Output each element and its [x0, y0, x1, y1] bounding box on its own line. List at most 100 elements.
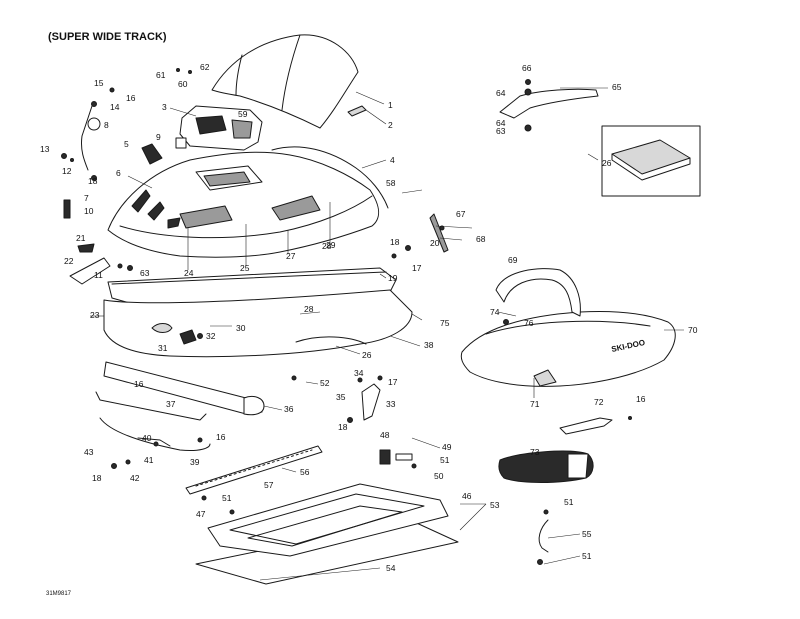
callout-28a: 28 [322, 241, 332, 251]
callout-17a: 17 [412, 263, 422, 273]
callout-35: 35 [336, 392, 346, 402]
callout-labels: 1 2 3 4 5 6 7 8 9 10 11 12 13 14 15 16 1… [40, 62, 698, 573]
callout-9: 9 [156, 132, 161, 142]
strap-67 [429, 213, 449, 253]
callout-13: 13 [40, 144, 50, 154]
callout-29: 29 [326, 240, 336, 250]
callout-16d: 16 [636, 394, 646, 404]
callout-53: 53 [490, 500, 500, 510]
callout-26b: 26 [362, 350, 372, 360]
callout-18d: 18 [92, 473, 102, 483]
callout-58: 58 [386, 178, 396, 188]
callout-59: 59 [238, 109, 248, 119]
callout-50: 50 [434, 471, 444, 481]
callout-76: 76 [524, 318, 534, 328]
callout-32: 32 [206, 331, 216, 341]
callout-19: 19 [388, 273, 398, 283]
callout-61: 61 [156, 70, 166, 80]
callout-52: 52 [320, 378, 330, 388]
callout-64b: 64 [496, 118, 506, 128]
callout-11: 11 [94, 270, 103, 280]
callout-65: 65 [612, 82, 622, 92]
callout-56: 56 [300, 467, 310, 477]
hardware [61, 68, 632, 565]
console [179, 105, 263, 151]
callout-18c: 18 [338, 422, 348, 432]
part-22 [69, 257, 111, 285]
callout-40: 40 [142, 433, 152, 443]
drawing-code: 31M9817 [46, 591, 72, 597]
bracket-33 [361, 383, 381, 421]
callout-41: 41 [144, 455, 154, 465]
callout-7: 7 [84, 193, 89, 203]
callout-63a: 63 [140, 268, 150, 278]
callout-63b: 63 [496, 126, 506, 136]
callout-28b: 28 [304, 304, 314, 314]
callout-46: 46 [462, 491, 472, 501]
bottom-pan [103, 267, 413, 358]
seat: SKI-DOO [460, 311, 676, 387]
callout-57: 57 [264, 480, 274, 490]
callout-26a: 26 [602, 158, 612, 168]
callout-39: 39 [190, 457, 200, 467]
callout-72: 72 [594, 397, 604, 407]
callout-51c: 51 [564, 497, 574, 507]
callout-62: 62 [200, 62, 210, 72]
callout-10: 10 [84, 206, 94, 216]
callout-71: 71 [530, 399, 540, 409]
support-bar [103, 361, 265, 416]
callout-3: 3 [162, 102, 167, 112]
callout-73: 73 [530, 447, 540, 457]
callout-31: 31 [158, 343, 168, 353]
diagram-title: (SUPER WIDE TRACK) [48, 31, 167, 43]
callout-67: 67 [456, 209, 466, 219]
hood [107, 146, 389, 258]
callout-54: 54 [386, 563, 396, 573]
part-21 [77, 243, 95, 253]
callout-4: 4 [390, 155, 395, 165]
callout-18a: 18 [88, 176, 98, 186]
luggage-tray [195, 483, 459, 585]
cable-8-end [87, 117, 101, 131]
windshield [211, 34, 359, 129]
cable-8 [81, 105, 93, 171]
callout-1: 1 [388, 100, 393, 110]
callout-16b: 16 [134, 379, 144, 389]
bracket-37 [95, 391, 207, 421]
callout-68: 68 [476, 234, 486, 244]
callout-17b: 17 [388, 377, 398, 387]
callout-15: 15 [94, 78, 104, 88]
callout-36: 36 [284, 404, 294, 414]
callout-30: 30 [236, 323, 246, 333]
callout-51d: 51 [582, 551, 592, 561]
callout-16c: 16 [216, 432, 226, 442]
callout-2: 2 [388, 120, 393, 130]
callout-37: 37 [166, 399, 176, 409]
callout-51a: 51 [222, 493, 232, 503]
latch [379, 449, 413, 465]
callout-60: 60 [178, 79, 188, 89]
callout-16a: 16 [126, 93, 136, 103]
callout-47: 47 [196, 509, 206, 519]
callout-6: 6 [116, 168, 121, 178]
callout-48: 48 [380, 430, 390, 440]
callout-27: 27 [286, 251, 296, 261]
seat-strap [495, 268, 581, 317]
callout-64a: 64 [496, 88, 506, 98]
grab-handle [499, 88, 599, 119]
callout-34: 34 [354, 368, 364, 378]
callout-21: 21 [76, 233, 86, 243]
callout-51b: 51 [440, 455, 450, 465]
callout-70: 70 [688, 325, 698, 335]
callout-49: 49 [442, 442, 452, 452]
pad-26-box [601, 125, 701, 197]
leader-lines [90, 87, 684, 581]
callout-42: 42 [130, 473, 140, 483]
callout-38: 38 [424, 340, 434, 350]
spring-10 [63, 199, 71, 219]
callout-69: 69 [508, 255, 518, 265]
bracket-40 [137, 437, 171, 447]
windshield-trim [347, 105, 367, 117]
callout-75: 75 [440, 318, 450, 328]
